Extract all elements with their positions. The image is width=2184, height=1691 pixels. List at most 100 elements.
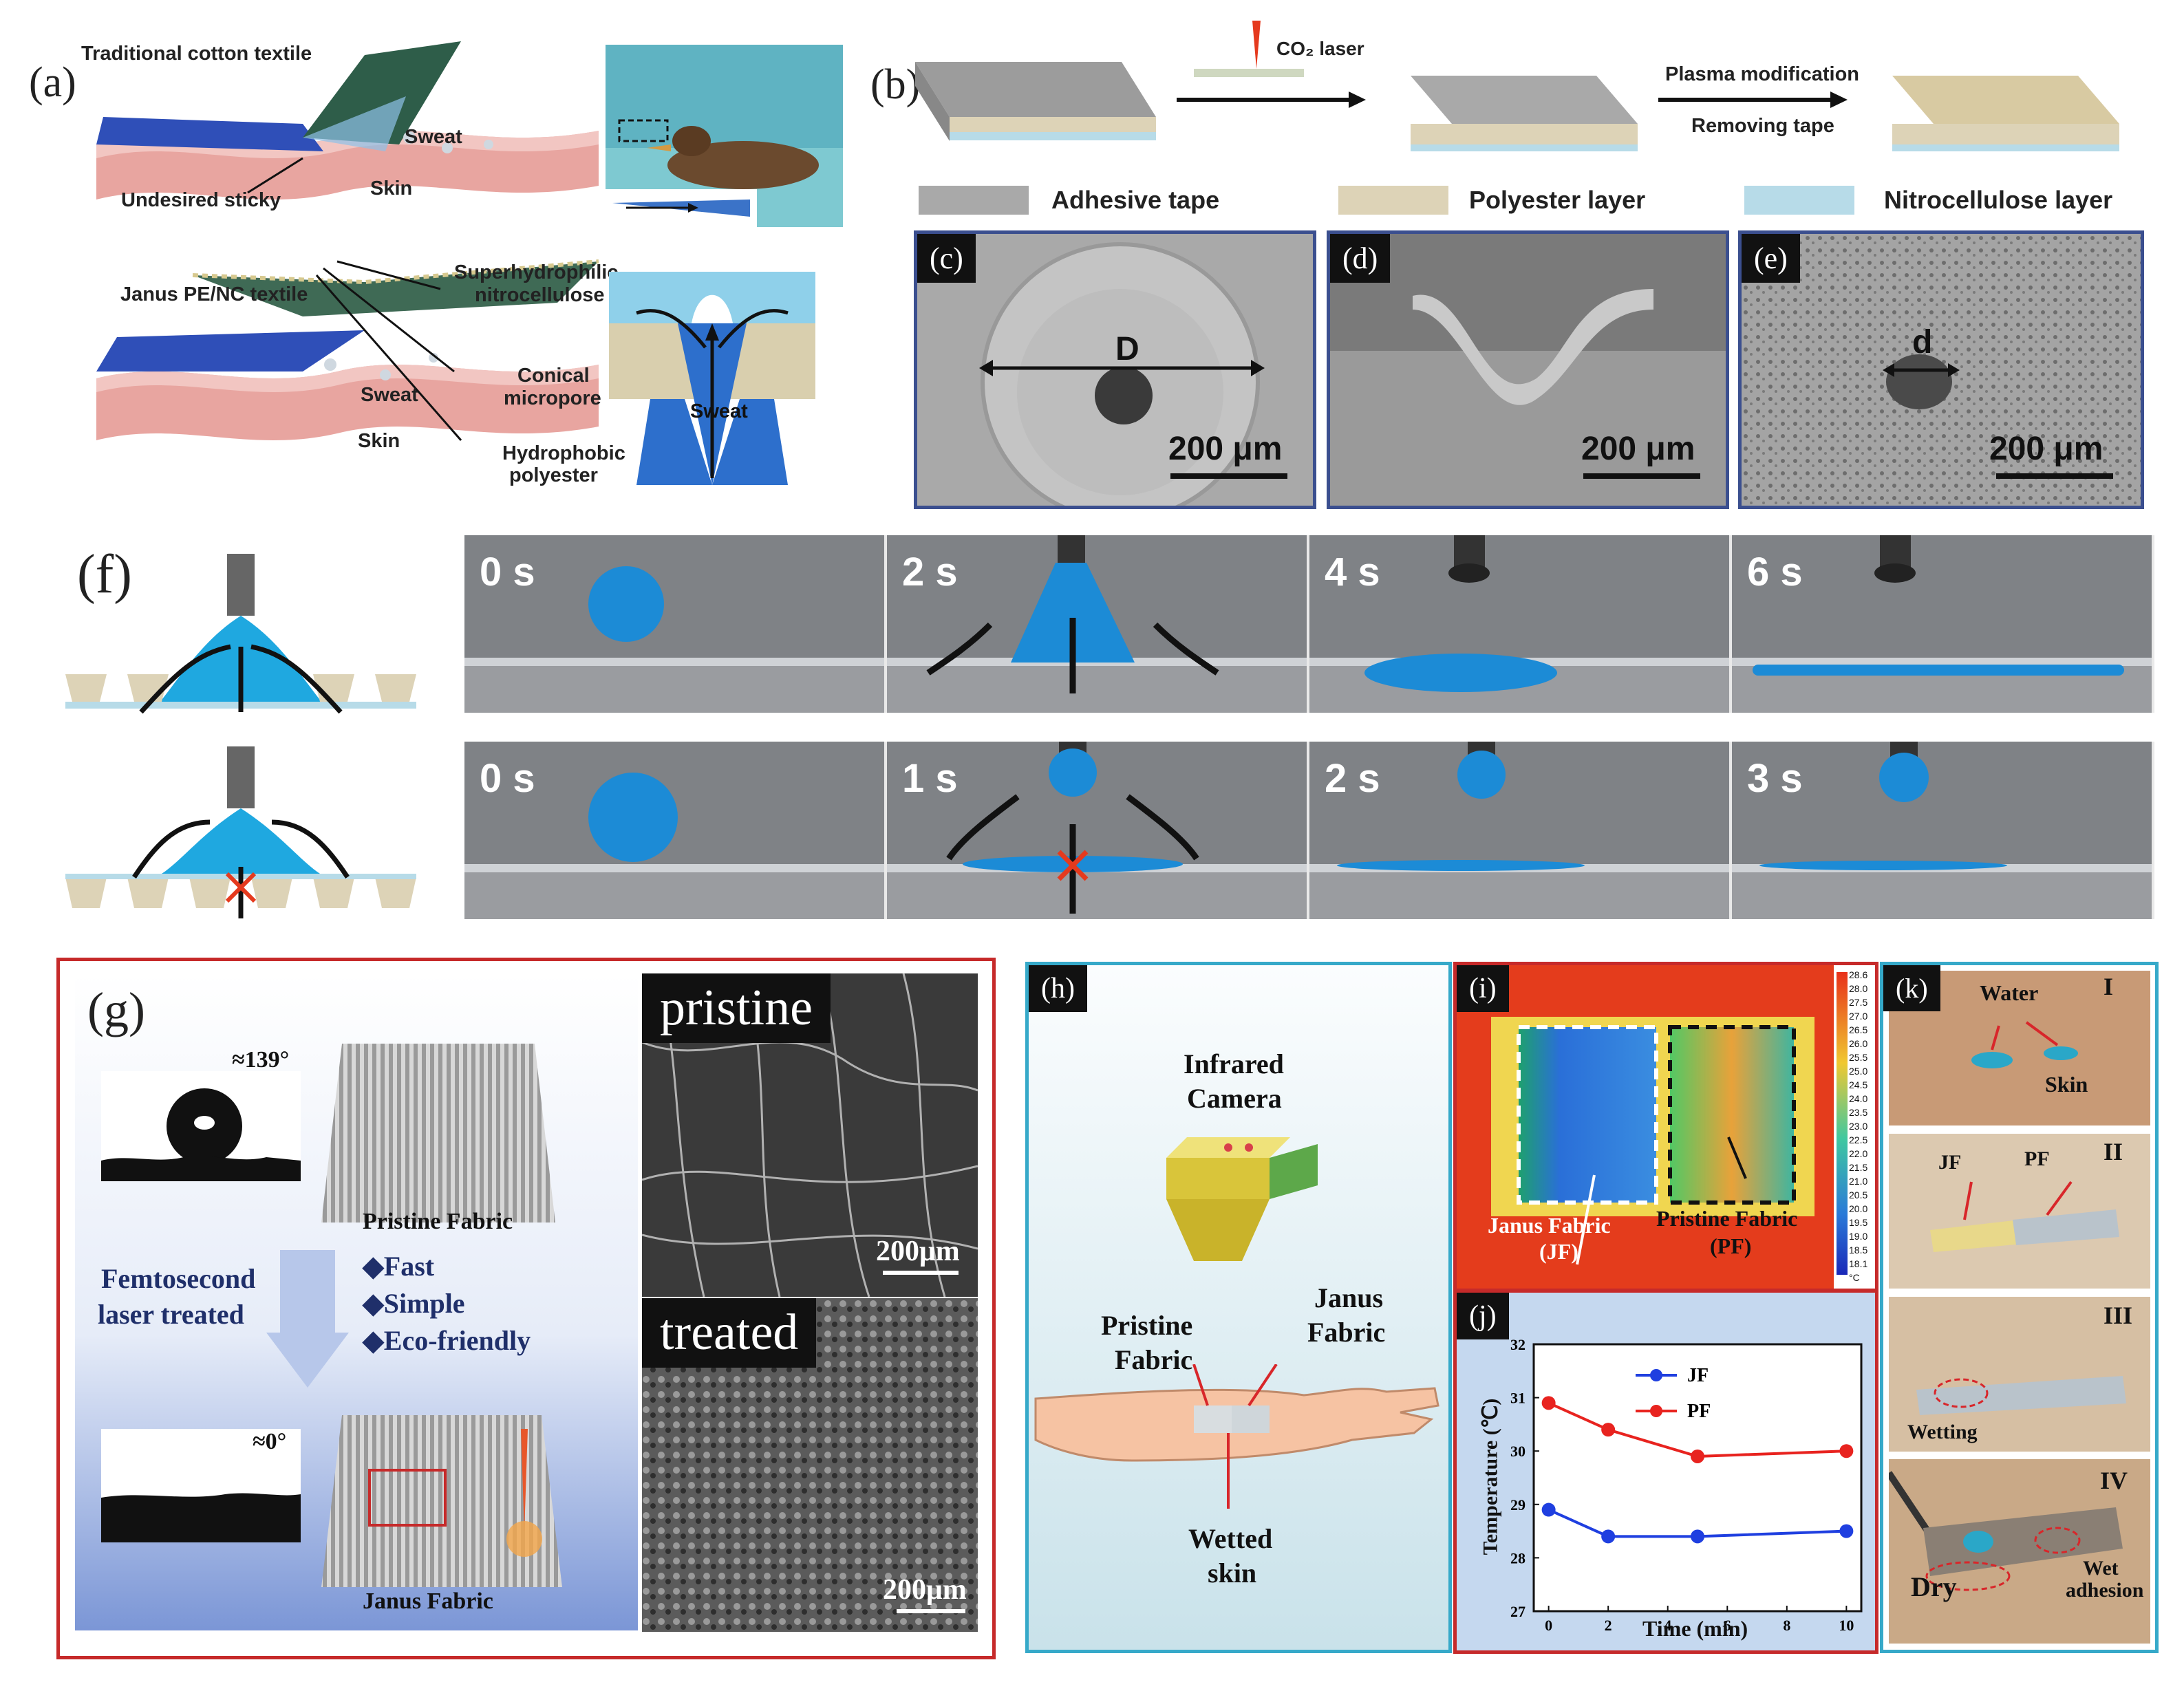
f-frame-r1-2: 4 s [1309, 535, 1732, 713]
textile-schematic [96, 41, 599, 441]
camera-label-2: Camera [1187, 1083, 1282, 1114]
data-point-jf [1601, 1529, 1616, 1544]
k-roman-1: I [2103, 973, 2114, 1000]
traditional-title: Traditional cotton textile [81, 43, 312, 65]
sem-panel-e: (e) d 200 μm [1738, 230, 2144, 509]
sem-c-image [979, 242, 1287, 506]
colorbar-tick: °C [1849, 1272, 1860, 1283]
panel-k-label: (k) [1883, 965, 1940, 1011]
skin-label: Skin [370, 177, 413, 200]
pristine-weave [321, 1044, 555, 1223]
skin-k-label: Skin [2045, 1072, 2088, 1097]
y-tick-label: 30 [1510, 1443, 1525, 1460]
camera-label-1: Infrared [1184, 1048, 1284, 1079]
colorbar-tick: 18.5 [1849, 1245, 1868, 1256]
f-time-r1-3: 6 s [1747, 550, 1803, 594]
pf-k-label: PF [2024, 1148, 2050, 1170]
f-frame-r2-0: 0 s [464, 742, 887, 919]
k-photo-2 [1889, 1134, 2150, 1289]
panel-h: (h) Infrared Camera Pristine Fabric Janu… [1025, 962, 1452, 1653]
data-point-jf [1541, 1502, 1556, 1517]
sem-pristine: pristine 200μm [642, 973, 978, 1297]
series-line-pf [1548, 1401, 1847, 1458]
sem-c-scale: 200 μm [1168, 431, 1283, 467]
legend-swatch-polyester [1338, 186, 1448, 215]
legend-label-pf: PF [1687, 1401, 1711, 1422]
panel-h-label: (h) [1029, 965, 1087, 1012]
panel-i: (i) Janus Fabric (JF) Pristine Fabric (P… [1453, 962, 1878, 1292]
angle-0: ≈0° [253, 1429, 287, 1454]
colorbar-tick: 19.5 [1849, 1217, 1868, 1228]
nitrocellulose-label: nitrocellulose [475, 284, 605, 306]
feature-fast: ◆Fast [363, 1251, 435, 1282]
angle-139: ≈139° [232, 1047, 290, 1073]
colorbar-tick: 21.0 [1849, 1176, 1868, 1187]
removing-label: Removing tape [1691, 115, 1834, 137]
panel-c-label: (c) [917, 234, 976, 283]
sem-e-scale: 200 μm [1989, 431, 2103, 467]
colorbar-tick: 28.6 [1849, 969, 1868, 980]
jf-k-label: JF [1938, 1151, 1962, 1174]
feature-eco: ◆Eco-friendly [363, 1325, 531, 1356]
colorbar-tick: 26.0 [1849, 1038, 1868, 1049]
k-roman-3: III [2103, 1302, 2133, 1329]
sem-d-image [1330, 234, 1726, 506]
sem-e-dim: d [1912, 324, 1933, 360]
y-tick-label: 27 [1510, 1603, 1525, 1620]
k-roman-4: IV [2100, 1467, 2128, 1494]
k-photo-3 [1889, 1297, 2150, 1452]
treated-scale: 200μm [883, 1574, 967, 1606]
janus-fabric-label: Janus Fabric [363, 1588, 493, 1614]
data-point-jf [1839, 1524, 1854, 1538]
x-axis-label: Time (min) [1642, 1616, 1748, 1641]
legend-marker-jf [1650, 1369, 1662, 1381]
legend-swatch-nitrocellulose [1744, 186, 1854, 215]
colorbar-tick: 23.5 [1849, 1107, 1868, 1118]
data-point-pf [1691, 1449, 1704, 1463]
colorbar-tick: 24.5 [1849, 1079, 1868, 1090]
pristine-label: pristine [642, 973, 831, 1043]
pristine-scale: 200μm [876, 1236, 960, 1267]
f-frame-r2-3: 3 s [1732, 742, 2154, 919]
colorbar-tick: 28.0 [1849, 983, 1868, 994]
colorbar-tick: 22.5 [1849, 1134, 1868, 1145]
y-tick-label: 28 [1510, 1549, 1525, 1566]
data-point-jf [1691, 1529, 1704, 1544]
co2-laser-label: CO₂ laser [1276, 38, 1364, 59]
pristine-fabric-label: Pristine Fabric [363, 1209, 513, 1234]
f-time-r1-1: 2 s [902, 550, 958, 594]
sem-e-image [1742, 234, 2141, 506]
treated-label: treated [642, 1298, 817, 1368]
arm-illustration [1034, 1364, 1439, 1509]
legend-marker-pf [1650, 1405, 1662, 1417]
dry-label: Dry [1911, 1571, 1957, 1602]
data-point-pf [1601, 1423, 1616, 1437]
panel-f-label: (f) [77, 544, 132, 605]
sweat-label-2: Sweat [361, 384, 418, 406]
panel-k: (k) Water I Skin JF PF II III Wetting IV… [1880, 962, 2159, 1653]
f-time-r1-0: 0 s [480, 550, 535, 594]
colorbar-tick: 21.5 [1849, 1162, 1868, 1173]
data-point-pf [1541, 1396, 1556, 1410]
panel-i-label: (i) [1457, 965, 1509, 1012]
legend-label-jf: JF [1687, 1365, 1709, 1386]
thermal-image [1491, 965, 1875, 1289]
panel-d-label: (d) [1330, 234, 1391, 283]
janus-title: Janus PE/NC textile [120, 283, 308, 305]
colorbar-tick: 18.1 [1849, 1258, 1868, 1269]
conical-label: Conical [517, 365, 590, 387]
feature-simple: ◆Simple [363, 1288, 465, 1319]
f-time-r2-2: 2 s [1325, 756, 1380, 801]
legend-swatch-adhesive [919, 186, 1029, 215]
pf-thermal-label-1: Pristine Fabric [1656, 1206, 1798, 1231]
panel-a-label: (a) [29, 59, 76, 106]
jf-thermal-label-1: Janus Fabric [1488, 1213, 1611, 1238]
k-photo-4 [1889, 1459, 2150, 1644]
f-time-r1-2: 4 s [1325, 550, 1380, 594]
colorbar-tick: 25.5 [1849, 1052, 1868, 1063]
legend-adhesive-label: Adhesive tape [1051, 186, 1220, 214]
f-frame-r1-0: 0 s [464, 535, 887, 713]
y-tick-label: 31 [1510, 1390, 1525, 1407]
duck-photo [606, 45, 843, 227]
